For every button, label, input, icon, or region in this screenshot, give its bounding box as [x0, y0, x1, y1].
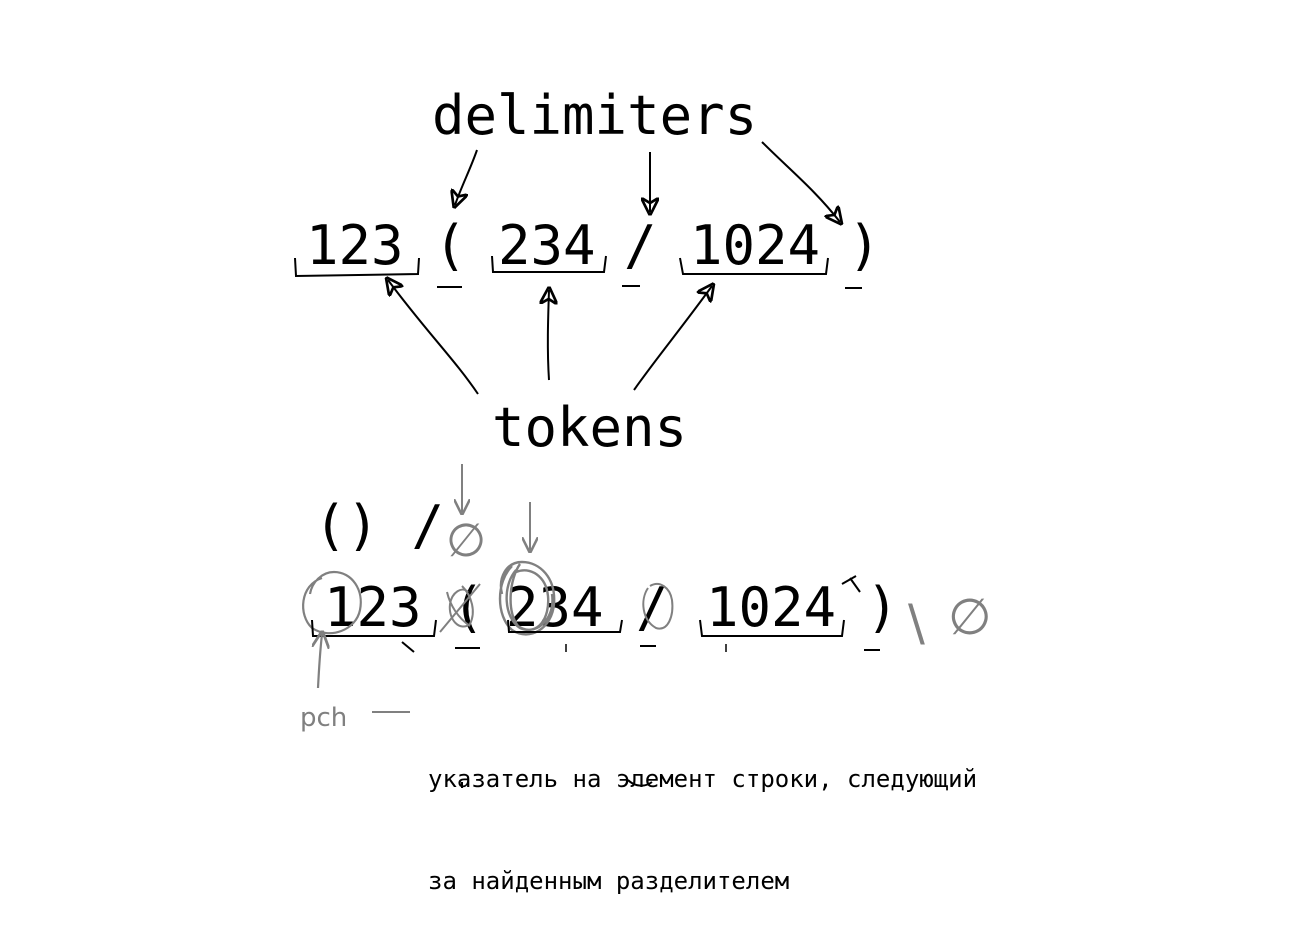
bottom-token-1024: 1024: [706, 576, 836, 639]
tick-mark-1: [401, 641, 415, 653]
delimiters-heading: delimiters: [432, 84, 757, 147]
empty-mark-slash: [642, 582, 674, 630]
bracket-token-1024: [679, 257, 829, 275]
bracket-bottom-123: [311, 619, 437, 637]
cut-mark-2: [627, 779, 653, 787]
delimiter-set: () /: [314, 494, 444, 557]
pointer-note-line1: указатель на элемент строки, следующий: [428, 765, 978, 793]
arrow-token-234: [548, 290, 549, 381]
arrow-mark-close-paren: [841, 575, 861, 593]
top-token-1024: 1024: [690, 214, 820, 277]
top-token-234: 234: [498, 214, 596, 277]
top-delimiter-slash: /: [624, 214, 657, 277]
trailing-empty-symbol: ∅: [948, 588, 992, 646]
arrow-delimiter-open-paren: [455, 149, 478, 205]
bracket-token-234: [491, 255, 607, 273]
pointer-note: указатель на элемент строки, следующий з…: [428, 694, 977, 932]
pointer-arrow: [318, 634, 322, 689]
pointer-label: pch: [300, 703, 347, 733]
arrow-delimiter-close-paren: [761, 141, 840, 222]
bracket-bottom-234: [507, 619, 623, 633]
scribble-circle-123: [302, 570, 362, 635]
trailing-backslash: \: [908, 594, 925, 652]
scribble-circle-234: [498, 560, 556, 636]
empty-set-symbol: ∅: [446, 513, 486, 567]
top-delimiter-open-paren: (: [434, 214, 467, 277]
bracket-token-123: [294, 257, 420, 278]
tokens-label: tokens: [492, 396, 687, 459]
top-delimiter-close-paren: ): [848, 214, 881, 277]
bracket-bottom-1024: [699, 619, 845, 637]
diagram-canvas: delimiters 123 ( 234 / 1024 ) tokens () …: [294, 84, 992, 788]
arrow-token-123: [388, 280, 479, 395]
pointer-note-line2: за найденным разделителем: [428, 867, 790, 895]
top-token-123: 123: [306, 214, 404, 277]
arrow-token-1024: [633, 286, 712, 391]
bottom-token-123: 123: [324, 576, 422, 639]
empty-mark-open-paren: [439, 583, 481, 633]
bottom-delimiter-close-paren: ): [866, 576, 899, 639]
